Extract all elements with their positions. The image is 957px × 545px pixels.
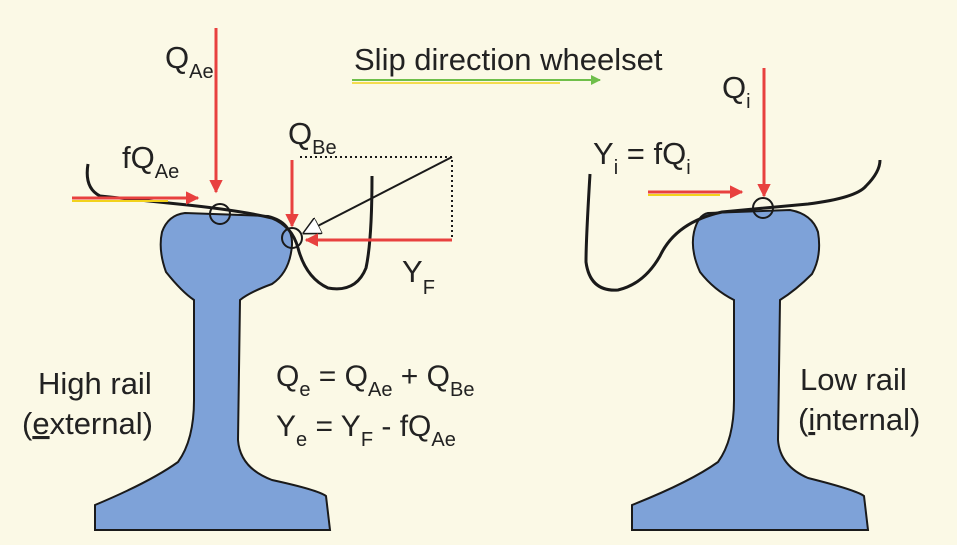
- high-rail-label-line1: High rail: [38, 366, 152, 401]
- high-wheel-profile: [85, 163, 374, 291]
- contact-point-i: [752, 197, 774, 219]
- q-i-label: Qi: [722, 70, 751, 113]
- contact-point-a: [209, 203, 231, 225]
- y-f-label: YF: [402, 254, 435, 299]
- low-rail-label-line1: Low rail: [800, 362, 907, 397]
- low-rail-label-line2: (internal): [798, 402, 920, 437]
- slip-direction-label: Slip direction wheelset: [354, 42, 663, 77]
- low-wheel-profile: [584, 159, 882, 292]
- equation-ye: Ye = YF - fQAe: [276, 410, 456, 451]
- high-rail-label-line2: (external): [22, 406, 153, 441]
- q-be-label: QBe: [288, 116, 337, 159]
- q-ae-label: QAe: [165, 40, 214, 83]
- fq-ae-label: fQAe: [122, 140, 179, 183]
- equation-qe: Qe = QAe + QBe: [276, 360, 474, 401]
- y-i-equation-label: Yi = fQi: [593, 136, 691, 179]
- contact-point-b: [281, 227, 303, 249]
- low-rail-profile: [631, 208, 870, 531]
- resultant-force-arrow: [304, 156, 453, 233]
- high-rail-profile: [94, 211, 332, 531]
